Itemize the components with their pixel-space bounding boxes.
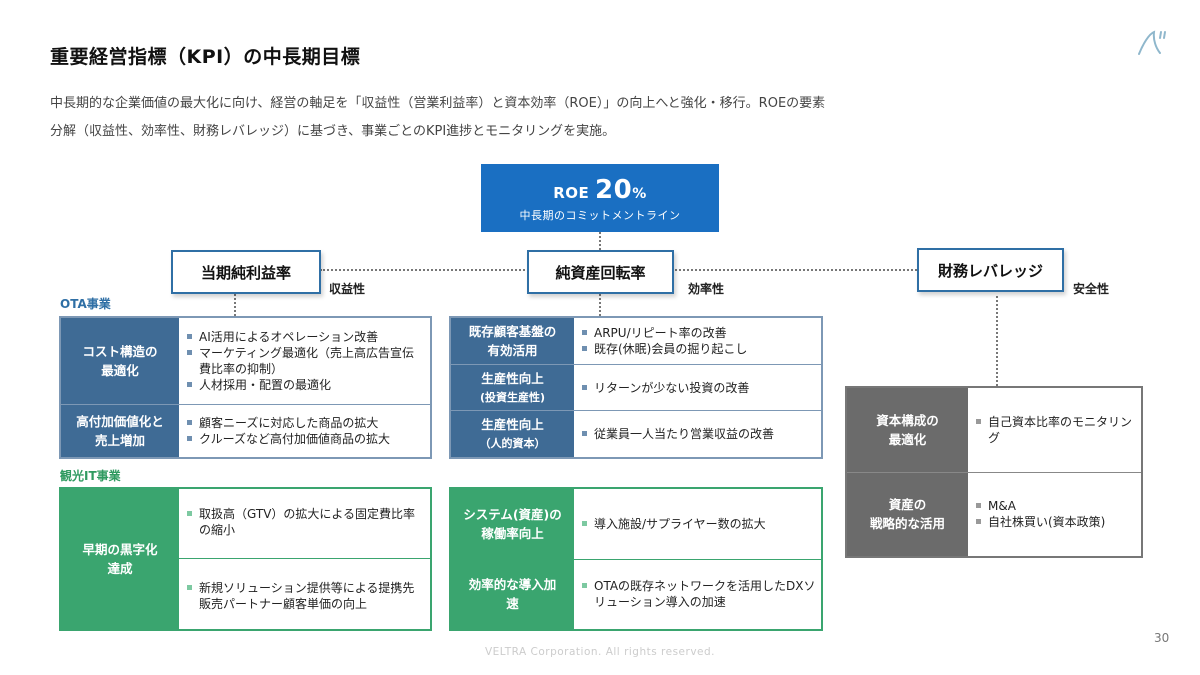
kpi-financial-leverage: 財務レバレッジ [917, 248, 1064, 292]
kanko-turnover-row: システム(資産)の稼働率向上 導入施設/サプライヤー数の拡大 [451, 489, 821, 559]
row-content: 自己資本比率のモニタリング [968, 388, 1141, 472]
roe-target-box: ROE 20% 中長期のコミットメントライン [481, 164, 719, 232]
leverage-row: 資本構成の最適化 自己資本比率のモニタリング [847, 388, 1141, 472]
description-line-2: 分解（収益性、効率性、財務レバレッジ）に基づき、事業ごとのKPI進捗とモニタリン… [50, 124, 616, 139]
list-item: 顧客ニーズに対応した商品の拡大 [185, 415, 426, 431]
row-content: 導入施設/サプライヤー数の拡大 [574, 489, 821, 559]
list-item: 既存(休眠)会員の掘り起こし [580, 341, 817, 357]
row-header: 既存顧客基盤の有効活用 [451, 318, 574, 364]
connector-profit [234, 294, 236, 316]
row-content: OTAの既存ネットワークを活用したDXソリューション導入の加速 [574, 560, 821, 630]
row-header: システム(資産)の稼働率向上 [451, 489, 574, 559]
kanko-turnover-row: 効率的な導入加速 OTAの既存ネットワークを活用したDXソリューション導入の加速 [451, 558, 821, 630]
row-header: 資本構成の最適化 [847, 388, 968, 472]
list-item: AI活用によるオペレーション改善 [185, 329, 426, 345]
row-content: ARPU/リピート率の改善 既存(休眠)会員の掘り起こし [574, 318, 821, 364]
list-item: リターンが少ない投資の改善 [580, 380, 817, 396]
roe-subtitle: 中長期のコミットメントライン [519, 209, 681, 222]
connector-roe [599, 232, 601, 250]
row-header: コスト構造の最適化 [61, 318, 179, 404]
footer-copyright: VELTRA Corporation. All rights reserved. [484, 646, 716, 658]
list-item: 新規ソリューション提供等による提携先販売パートナー顧客単価の向上 [185, 580, 426, 612]
ota-turnover-block: 既存顧客基盤の有効活用 ARPU/リピート率の改善 既存(休眠)会員の掘り起こし… [449, 316, 823, 459]
list-item: ARPU/リピート率の改善 [580, 325, 817, 341]
kpi-net-profit-margin: 当期純利益率 [171, 250, 321, 294]
page-number: 30 [1154, 631, 1170, 645]
roe-value: ROE 20% [553, 175, 647, 205]
connector-turnover [599, 294, 601, 316]
row-header: 高付加価値化と売上増加 [61, 404, 179, 457]
row-content: 取扱高（GTV）の拡大による固定費比率の縮小 新規ソリューション提供等による提携… [179, 489, 430, 629]
row-header: 資産の戦略的な活用 [847, 472, 968, 556]
connector-leverage [996, 296, 998, 386]
kanko-profit-block: 早期の黒字化達成 取扱高（GTV）の拡大による固定費比率の縮小 新規ソリューショ… [59, 487, 432, 631]
row-header: 早期の黒字化達成 [61, 489, 179, 629]
kpi-tag-profitability: 収益性 [329, 282, 366, 296]
section-kanko-it: 観光IT事業 [60, 469, 121, 483]
description: 中長期的な企業価値の最大化に向け、経営の軸足を「収益性（営業利益率）と資本効率（… [50, 90, 1150, 146]
ota-turnover-row: 生産性向上（人的資本） 従業員一人当たり営業収益の改善 [451, 410, 821, 458]
list-item: 自社株買い(資本政策) [974, 514, 1137, 530]
kanko-profit-row: 早期の黒字化達成 取扱高（GTV）の拡大による固定費比率の縮小 新規ソリューショ… [61, 489, 430, 629]
ota-turnover-row: 既存顧客基盤の有効活用 ARPU/リピート率の改善 既存(休眠)会員の掘り起こし [451, 318, 821, 364]
row-header: 生産性向上(投資生産性) [451, 364, 574, 411]
ota-profit-row: 高付加価値化と売上増加 顧客ニーズに対応した商品の拡大 クルーズなど高付加価値商… [61, 403, 430, 457]
list-item: 自己資本比率のモニタリング [974, 414, 1137, 446]
row-content: M&A 自社株買い(資本政策) [968, 473, 1141, 557]
kpi-asset-turnover: 純資産回転率 [527, 250, 674, 294]
ota-turnover-row: 生産性向上(投資生産性) リターンが少ない投資の改善 [451, 363, 821, 411]
row-content: 顧客ニーズに対応した商品の拡大 クルーズなど高付加価値商品の拡大 [179, 405, 430, 457]
veltra-logo-icon [1138, 30, 1166, 55]
ota-profit-block: コスト構造の最適化 AI活用によるオペレーション改善 マーケティング最適化（売上… [59, 316, 432, 459]
page-title: 重要経営指標（KPI）の中長期目標 [50, 46, 361, 68]
list-item: M&A [974, 498, 1137, 514]
list-item: 導入施設/サプライヤー数の拡大 [580, 516, 817, 532]
kpi-tag-safety: 安全性 [1073, 282, 1110, 296]
list-item: 人材採用・配置の最適化 [185, 377, 426, 393]
row-content: 従業員一人当たり営業収益の改善 [574, 411, 821, 457]
leverage-row: 資産の戦略的な活用 M&A 自社株買い(資本政策) [847, 471, 1141, 557]
list-item: 従業員一人当たり営業収益の改善 [580, 426, 817, 442]
list-item: マーケティング最適化（売上高広告宣伝費比率の抑制） [185, 345, 426, 377]
row-content: リターンが少ない投資の改善 [574, 365, 821, 411]
row-content: AI活用によるオペレーション改善 マーケティング最適化（売上高広告宣伝費比率の抑… [179, 318, 430, 404]
leverage-block: 資本構成の最適化 自己資本比率のモニタリング 資産の戦略的な活用 M&A 自社株… [845, 386, 1143, 558]
list-item: 取扱高（GTV）の拡大による固定費比率の縮小 [185, 506, 426, 538]
list-item: クルーズなど高付加価値商品の拡大 [185, 431, 426, 447]
ota-profit-row: コスト構造の最適化 AI活用によるオペレーション改善 マーケティング最適化（売上… [61, 318, 430, 404]
row-header: 生産性向上（人的資本） [451, 411, 574, 458]
list-item: OTAの既存ネットワークを活用したDXソリューション導入の加速 [580, 578, 817, 610]
section-ota: OTA事業 [60, 297, 111, 311]
kpi-tag-efficiency: 効率性 [688, 282, 725, 296]
kanko-turnover-block: システム(資産)の稼働率向上 導入施設/サプライヤー数の拡大 効率的な導入加速 … [449, 487, 823, 631]
description-line-1: 中長期的な企業価値の最大化に向け、経営の軸足を「収益性（営業利益率）と資本効率（… [50, 96, 826, 111]
row-header: 効率的な導入加速 [451, 559, 574, 629]
